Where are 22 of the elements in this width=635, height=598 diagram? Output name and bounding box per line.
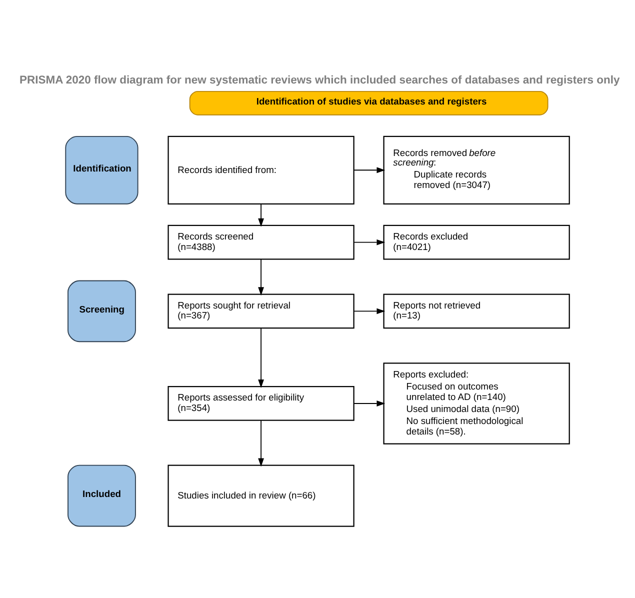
node-box: Studies included in review (n=66) [168, 464, 354, 527]
arrow [354, 308, 386, 314]
node-box: Records identified from: [168, 136, 354, 204]
arrow [258, 328, 264, 388]
node-box: Reports excluded: Focused on outcomes unrelated to AD (n=140) Used unimodal data (n=90) No sufficient methodological details (n=58). [383, 362, 570, 444]
arrow [258, 420, 264, 467]
arrow [354, 167, 386, 174]
arrow [354, 400, 386, 406]
node-box: Identification of studies via databases and registers [189, 90, 548, 116]
node-box: Records removed before screening: Duplicate records removed (n=3047) [383, 136, 570, 204]
node-box: Reports not retrieved (n=13) [383, 294, 570, 329]
node-box: Records excluded (n=4021) [383, 224, 570, 260]
node-box: Reports assessed for eligibility (n=354) [168, 386, 354, 421]
arrow [258, 204, 264, 227]
node-box: Records screened (n=4388) [168, 224, 354, 260]
diagram-title: PRISMA 2020 flow diagram for new systematic reviews which included searches of databases and registers only [19, 74, 620, 87]
arrow [354, 239, 386, 246]
node-box: Identification [65, 136, 138, 204]
node-box: Screening [68, 280, 136, 342]
node-box: Reports sought for retrieval (n=367) [168, 294, 354, 329]
arrow [258, 259, 264, 296]
node-box: Included [68, 464, 136, 527]
